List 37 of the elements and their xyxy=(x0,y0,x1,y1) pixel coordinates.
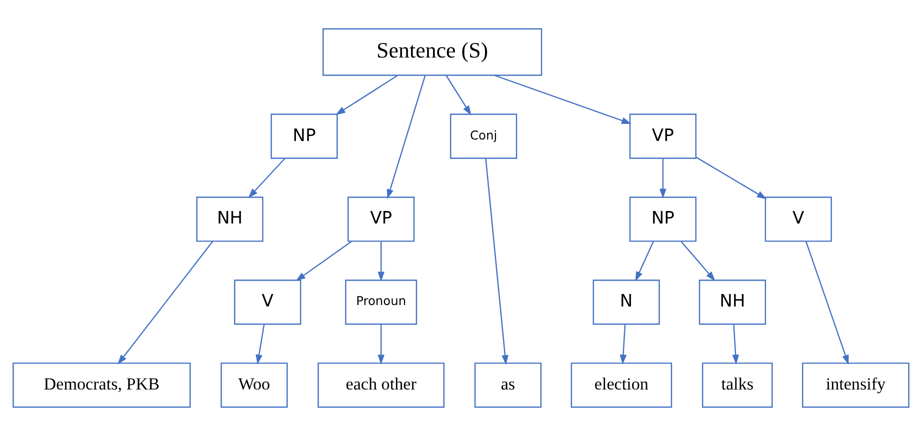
node-box: intensify xyxy=(802,362,910,408)
node-box: NH xyxy=(698,280,766,325)
arrow xyxy=(635,241,654,282)
arrow xyxy=(118,240,214,364)
node-box: election xyxy=(570,362,672,408)
arrow xyxy=(660,158,666,199)
arrow xyxy=(386,75,426,199)
arrow xyxy=(620,324,627,364)
node-box: VP xyxy=(348,196,415,242)
node-box: NP xyxy=(270,114,338,159)
node-box: V xyxy=(234,280,302,325)
node-box: as xyxy=(474,362,542,408)
arrow xyxy=(485,158,508,365)
arrow xyxy=(248,158,286,198)
arrow xyxy=(446,75,472,116)
arrow xyxy=(696,156,767,200)
node-box: VP xyxy=(629,114,696,159)
node-box: Pronoun xyxy=(345,280,418,325)
node-box: N xyxy=(592,280,660,325)
arrow xyxy=(296,241,352,282)
node-box: NP xyxy=(629,196,696,242)
arrow xyxy=(805,241,849,365)
arrow xyxy=(494,74,632,124)
arrow xyxy=(336,74,398,116)
arrow xyxy=(378,242,384,282)
arrow xyxy=(732,324,740,364)
node-box: Conj xyxy=(450,114,518,159)
node-box: Sentence (S) xyxy=(322,28,542,76)
arrow xyxy=(256,324,265,364)
arrow xyxy=(378,324,384,364)
node-box: V xyxy=(764,196,832,242)
node-box: talks xyxy=(702,362,773,408)
node-box: NH xyxy=(196,196,264,242)
node-box: each other xyxy=(318,362,445,408)
node-box: Woo xyxy=(220,362,288,408)
arrow xyxy=(680,241,716,282)
node-box: Democrats, PKB xyxy=(12,362,191,408)
